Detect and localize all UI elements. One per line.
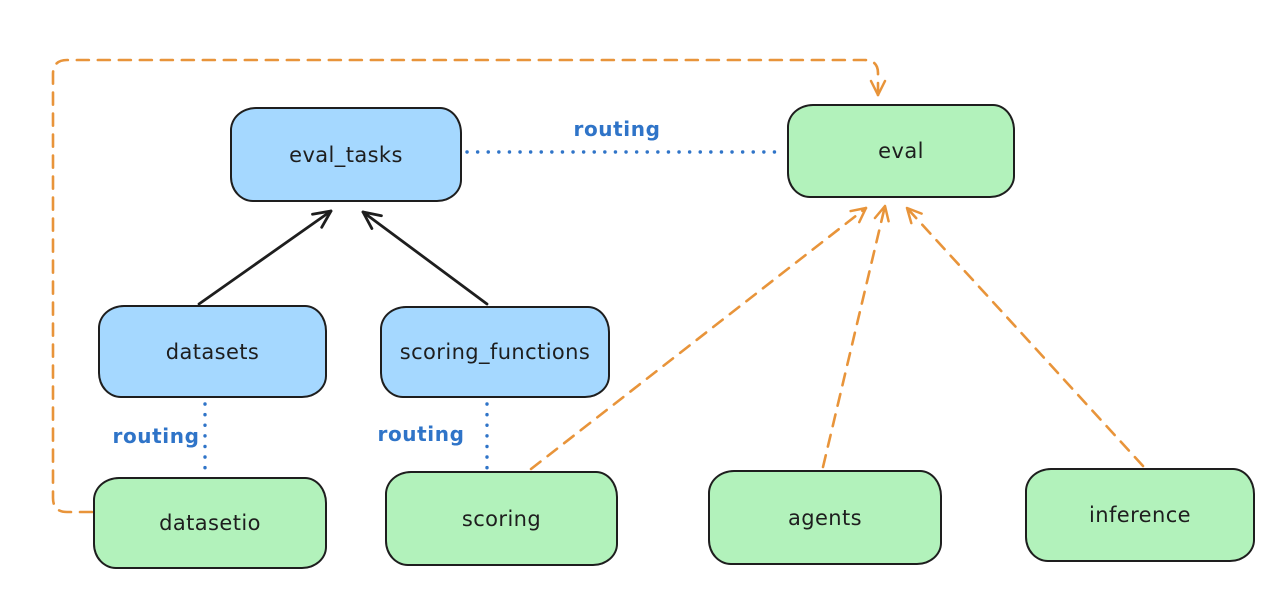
node-datasetio: datasetio (93, 477, 327, 569)
dashed-arrow-scoring-to-eval (529, 206, 868, 471)
node-inference: inference (1025, 468, 1255, 562)
node-scoring-functions: scoring_functions (380, 306, 610, 398)
arrow-scoring-functions-to-eval-tasks (361, 210, 489, 306)
dashed-arrow-inference-to-eval (905, 206, 1145, 468)
dashed-arrow-datasetio-to-eval (51, 58, 887, 514)
edge-label-routing-datasets-datasetio: routing (112, 424, 200, 448)
dashed-arrow-agents-to-eval (821, 204, 890, 469)
node-agents: agents (708, 470, 942, 565)
node-eval-tasks: eval_tasks (230, 107, 462, 202)
edge-label-routing-scoring-functions-scoring: routing (377, 422, 465, 446)
node-datasets: datasets (98, 305, 327, 398)
arrow-datasets-to-eval-tasks (197, 209, 333, 306)
node-eval: eval (787, 104, 1015, 198)
node-scoring: scoring (385, 471, 618, 566)
edge-label-routing-eval-tasks-eval: routing (573, 117, 661, 141)
